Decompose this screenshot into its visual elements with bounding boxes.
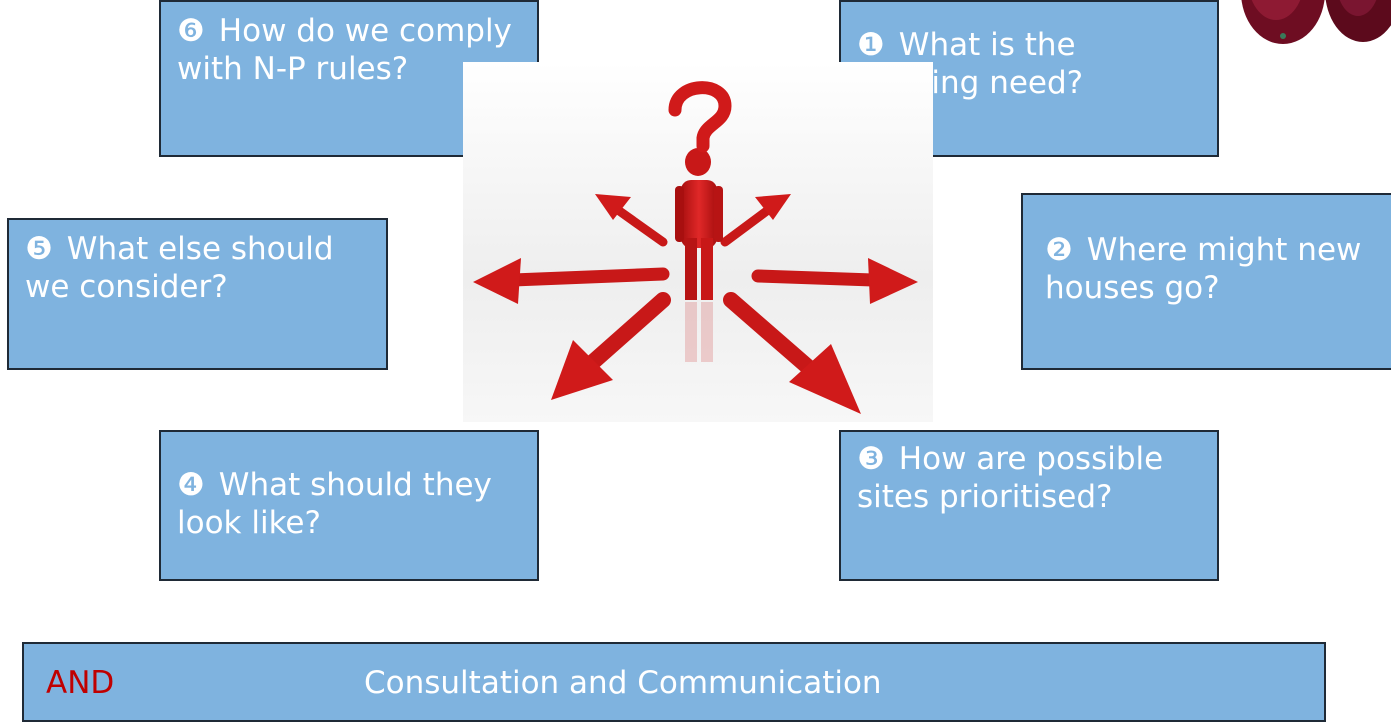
number-5-icon: ❺	[25, 231, 53, 267]
footer-banner: AND Consultation and Communication	[22, 642, 1326, 722]
consultation-label: Consultation and Communication	[364, 665, 882, 701]
person-figure-icon	[675, 148, 723, 300]
arrow-upper-left-icon	[595, 194, 668, 247]
question-3-text: How are possible sites prioritised?	[857, 441, 1164, 515]
arrow-upper-right-icon	[720, 194, 791, 247]
arrow-left-icon	[473, 258, 670, 304]
person-with-arrows-illustration	[463, 62, 933, 422]
figure-reflection	[685, 302, 713, 362]
arrow-right-icon	[751, 258, 918, 304]
number-3-icon: ❸	[857, 441, 885, 477]
number-2-icon: ❷	[1045, 232, 1073, 268]
question-4-text: What should they look like?	[177, 467, 492, 541]
question-mark-icon	[668, 81, 732, 153]
question-6-text: How do we comply with N-P rules?	[177, 13, 512, 87]
question-2-text: Where might new houses go?	[1045, 232, 1362, 306]
decorative-ball-icon	[1241, 0, 1391, 44]
number-6-icon: ❻	[177, 13, 205, 49]
number-4-icon: ❹	[177, 467, 205, 503]
arrow-lower-right-icon	[723, 292, 861, 414]
arrow-lower-left-icon	[551, 292, 671, 400]
and-label: AND	[46, 665, 115, 701]
question-5-text: What else should we consider?	[25, 231, 334, 305]
number-1-icon: ❶	[857, 27, 885, 63]
